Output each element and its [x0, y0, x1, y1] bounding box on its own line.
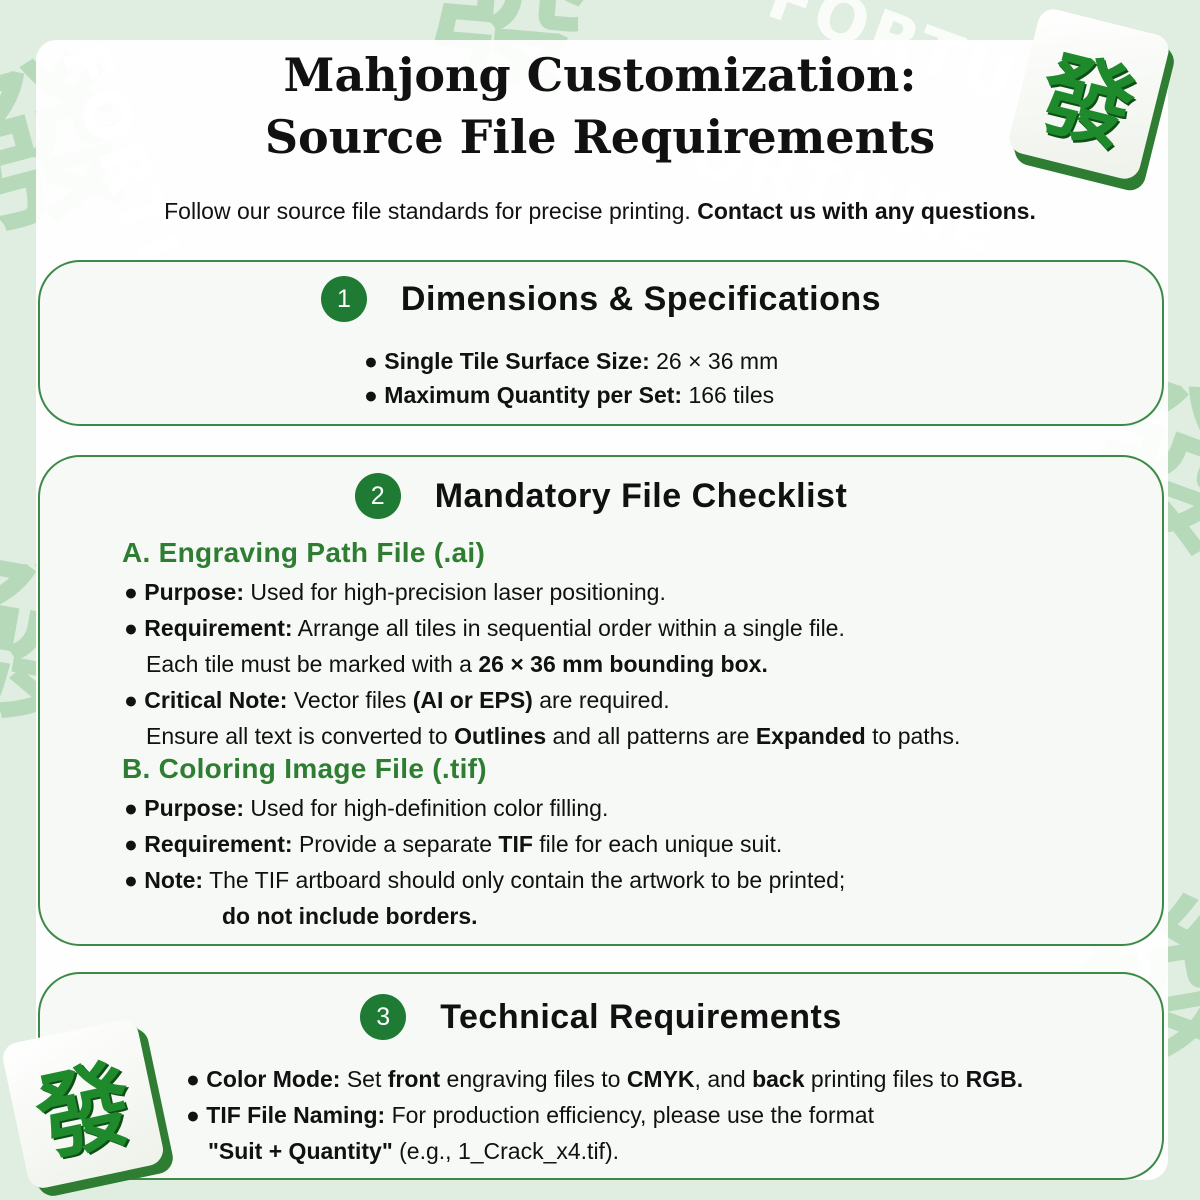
item-text: printing files to: [810, 1066, 960, 1092]
checklist-item: ● Requirement: Arrange all tiles in sequ…: [124, 615, 845, 641]
checklist-item: ● Critical Note: Vector files (AI or EPS…: [124, 687, 670, 713]
section-file-checklist: 2 Mandatory File Checklist A. Engraving …: [38, 455, 1164, 946]
title-line-2: Source File Requirements: [264, 110, 936, 164]
item-text: Each tile must be marked with a: [146, 651, 472, 677]
item-label: Purpose:: [144, 579, 244, 605]
item-text: (e.g., 1_Crack_x4.tif).: [399, 1138, 619, 1164]
item-emphasis: Outlines: [454, 723, 547, 749]
item-emphasis: back: [752, 1066, 805, 1092]
section-title: Dimensions & Specifications: [400, 279, 882, 318]
item-label: Color Mode:: [206, 1066, 341, 1092]
item-label: TIF File Naming:: [206, 1102, 386, 1128]
subtitle-contact: Contact us with any questions.: [697, 198, 1036, 224]
title-line-1: Mahjong Customization:: [283, 48, 917, 102]
spec-value: 166 tiles: [688, 382, 775, 408]
tech-item: ● TIF File Naming: For production effici…: [186, 1102, 874, 1128]
subsection-heading: B. Coloring Image File (.tif): [122, 753, 487, 784]
green-dragon-glyph: 發: [1029, 37, 1145, 165]
tech-item-cont: "Suit + Quantity" (e.g., 1_Crack_x4.tif)…: [208, 1138, 619, 1165]
page-subtitle: Follow our source file standards for pre…: [0, 198, 1200, 225]
green-dragon-glyph: 發: [27, 1048, 143, 1176]
spec-item: ● Single Tile Surface Size: 26 × 36 mm: [364, 348, 779, 374]
item-text: For production efficiency, please use th…: [391, 1102, 874, 1128]
section-header: 3 Technical Requirements: [40, 994, 1162, 1040]
item-text: Set: [346, 1066, 382, 1092]
item-text: engraving files to: [446, 1066, 621, 1092]
item-label: Requirement:: [144, 831, 293, 857]
section-header: 2 Mandatory File Checklist: [40, 473, 1162, 519]
item-label: Critical Note:: [144, 687, 288, 713]
item-text: The TIF artboard should only contain the…: [209, 867, 846, 893]
section-technical: 3 Technical Requirements ● Color Mode: S…: [38, 972, 1164, 1180]
item-label: Note:: [144, 867, 204, 893]
item-emphasis: TIF: [498, 831, 533, 857]
item-emphasis: (AI or EPS): [412, 687, 533, 713]
spec-value: 26 × 36 mm: [656, 348, 779, 374]
item-emphasis: RGB.: [965, 1066, 1024, 1092]
item-text: Ensure all text is converted to: [146, 723, 448, 749]
item-text: are required.: [539, 687, 670, 713]
item-text: Used for high-definition color filling.: [250, 795, 609, 821]
item-label: Purpose:: [144, 795, 244, 821]
section-dimensions: 1 Dimensions & Specifications ● Single T…: [38, 260, 1164, 426]
section-number: 2: [354, 473, 401, 519]
section-title: Mandatory File Checklist: [434, 476, 848, 515]
item-text: to paths.: [872, 723, 961, 749]
page-title: Mahjong Customization: Source File Requi…: [0, 44, 1200, 168]
section-number: 1: [320, 276, 367, 322]
checklist-item: ● Purpose: Used for high-definition colo…: [124, 795, 609, 821]
spec-label: Single Tile Surface Size:: [384, 348, 650, 374]
item-text: Arrange all tiles in sequential order wi…: [297, 615, 845, 641]
item-text: Vector files: [293, 687, 407, 713]
item-text: and all patterns are: [552, 723, 750, 749]
item-emphasis: do not include borders.: [222, 903, 478, 929]
item-emphasis: "Suit + Quantity": [208, 1138, 393, 1164]
section-header: 1 Dimensions & Specifications: [40, 276, 1162, 322]
item-text: file for each unique suit.: [539, 831, 783, 857]
item-text: Provide a separate: [298, 831, 493, 857]
checklist-item: ● Note: The TIF artboard should only con…: [124, 867, 846, 893]
checklist-item-cont: Ensure all text is converted to Outlines…: [146, 723, 960, 750]
checklist-item-cont: do not include borders.: [222, 903, 478, 930]
checklist-item-cont: Each tile must be marked with a 26 × 36 …: [146, 651, 768, 678]
item-text: Used for high-precision laser positionin…: [250, 579, 666, 605]
section-number: 3: [360, 994, 407, 1040]
spec-item: ● Maximum Quantity per Set: 166 tiles: [364, 382, 775, 408]
item-emphasis: 26 × 36 mm bounding box.: [478, 651, 768, 677]
tech-item: ● Color Mode: Set front engraving files …: [186, 1066, 1024, 1092]
checklist-item: ● Requirement: Provide a separate TIF fi…: [124, 831, 783, 857]
item-text: , and: [694, 1066, 746, 1092]
subtitle-text: Follow our source file standards for pre…: [164, 198, 691, 224]
item-emphasis: front: [387, 1066, 441, 1092]
subsection-heading: A. Engraving Path File (.ai): [122, 537, 486, 568]
section-title: Technical Requirements: [440, 997, 842, 1036]
item-label: Requirement:: [144, 615, 293, 641]
checklist-item: ● Purpose: Used for high-precision laser…: [124, 579, 666, 605]
spec-label: Maximum Quantity per Set:: [384, 382, 683, 408]
item-emphasis: CMYK: [626, 1066, 695, 1092]
item-emphasis: Expanded: [755, 723, 866, 749]
